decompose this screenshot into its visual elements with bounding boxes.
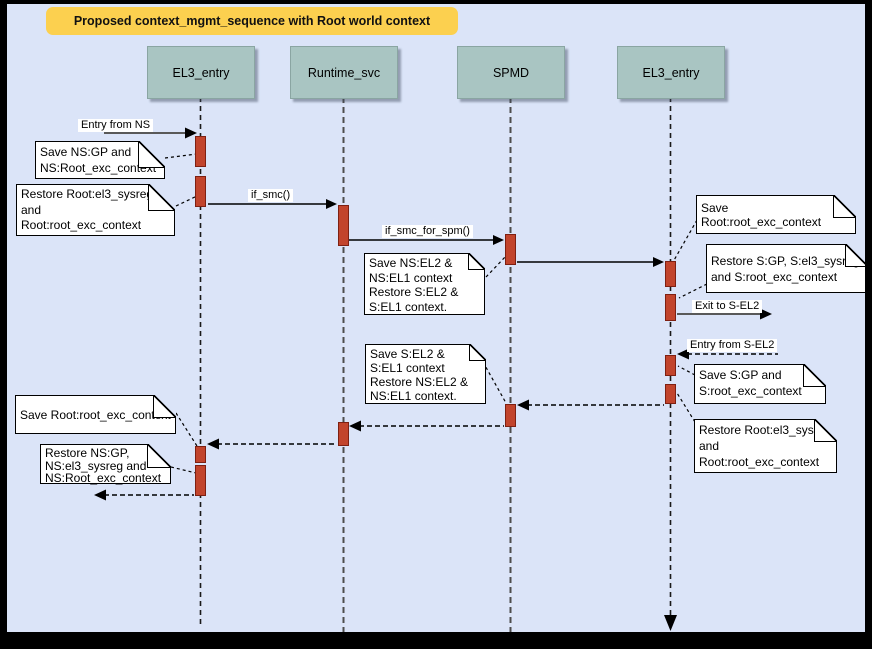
activation-bar — [195, 136, 206, 167]
note-restore-ns-gp: Restore NS:GP, NS:el3_sysreg and NS:Root… — [40, 444, 171, 484]
activation-bar — [665, 355, 676, 376]
lifeline-head-runtime-svc: Runtime_svc — [290, 46, 398, 99]
note-fold-icon — [148, 184, 175, 211]
note-fold-icon — [469, 344, 486, 361]
activation-bar — [505, 234, 516, 265]
note-save-ns-el2: Save NS:EL2 & NS:EL1 context Restore S:E… — [364, 253, 485, 315]
note-fold-icon — [468, 253, 485, 270]
note-fold-icon — [147, 444, 171, 468]
note-text: Restore Root:el3_sysreg and Root:root_ex… — [21, 187, 154, 232]
frame-border — [0, 632, 872, 649]
note-text: Restore S:GP, S:el3_sysreg and S:root_ex… — [711, 254, 860, 284]
note-restore-root-el3-right: Restore Root:el3_sysreg and Root:root_ex… — [694, 419, 837, 473]
message-label-entry-from-s-el2: Entry from S-EL2 — [687, 339, 778, 352]
note-text: Restore NS:GP, NS:el3_sysreg and NS:Root… — [45, 446, 162, 485]
diagram-title: Proposed context_mgmt_sequence with Root… — [46, 7, 458, 35]
note-fold-icon — [153, 395, 176, 418]
lifeline-head-el3-entry-1: EL3_entry — [147, 46, 255, 99]
frame-border — [0, 0, 7, 649]
activation-bar — [195, 465, 206, 496]
note-text: Save S:GP and S:root_exc_context — [699, 368, 802, 398]
note-restore-root-el3-left: Restore Root:el3_sysreg and Root:root_ex… — [16, 184, 175, 236]
note-fold-icon — [833, 195, 856, 218]
frame-border — [865, 0, 872, 649]
note-save-s-el2: Save S:EL2 & S:EL1 context Restore NS:EL… — [365, 344, 486, 404]
note-restore-s-gp: Restore S:GP, S:el3_sysreg and S:root_ex… — [706, 244, 868, 293]
message-label-if-smc-for-spm: if_smc_for_spm() — [382, 225, 473, 238]
note-fold-icon — [803, 364, 826, 387]
diagram-canvas — [7, 4, 865, 632]
note-fold-icon — [138, 141, 165, 168]
activation-bar — [195, 446, 206, 463]
lifeline-head-el3-entry-2: EL3_entry — [617, 46, 725, 99]
activation-bar — [665, 384, 676, 404]
note-save-ns-gp: Save NS:GP and NS:Root_exc_context — [35, 141, 165, 179]
note-save-root-exc-bottom-left: Save Root:root_exc_context — [15, 395, 176, 434]
note-text: Save Root:root_exc_context — [20, 407, 171, 422]
note-text: Save NS:EL2 & NS:EL1 context Restore S:E… — [369, 256, 459, 314]
activation-bar — [665, 294, 676, 321]
note-save-root-exc-top-right: Save Root:root_exc_context — [696, 195, 856, 234]
note-text: Save S:EL2 & S:EL1 context Restore NS:EL… — [370, 347, 469, 403]
message-label-if-smc: if_smc() — [248, 189, 294, 202]
note-fold-icon — [845, 244, 868, 267]
activation-bar — [505, 404, 516, 427]
message-label-exit-to-s-el2: Exit to S-EL2 — [692, 300, 763, 313]
note-save-s-gp: Save S:GP and S:root_exc_context — [694, 364, 826, 404]
note-text: Save NS:GP and NS:Root_exc_context — [40, 145, 157, 175]
activation-bar — [195, 176, 206, 207]
message-label-entry-from-ns: Entry from NS — [78, 119, 154, 132]
activation-bar — [665, 261, 676, 287]
activation-bar — [338, 422, 349, 446]
lifeline-head-spmd: SPMD — [457, 46, 565, 99]
activation-bar — [338, 205, 349, 246]
frame-border — [0, 0, 872, 4]
note-fold-icon — [814, 419, 837, 442]
note-text: Restore Root:el3_sysreg and Root:root_ex… — [699, 423, 832, 469]
note-text: Save Root:root_exc_context — [701, 200, 822, 229]
